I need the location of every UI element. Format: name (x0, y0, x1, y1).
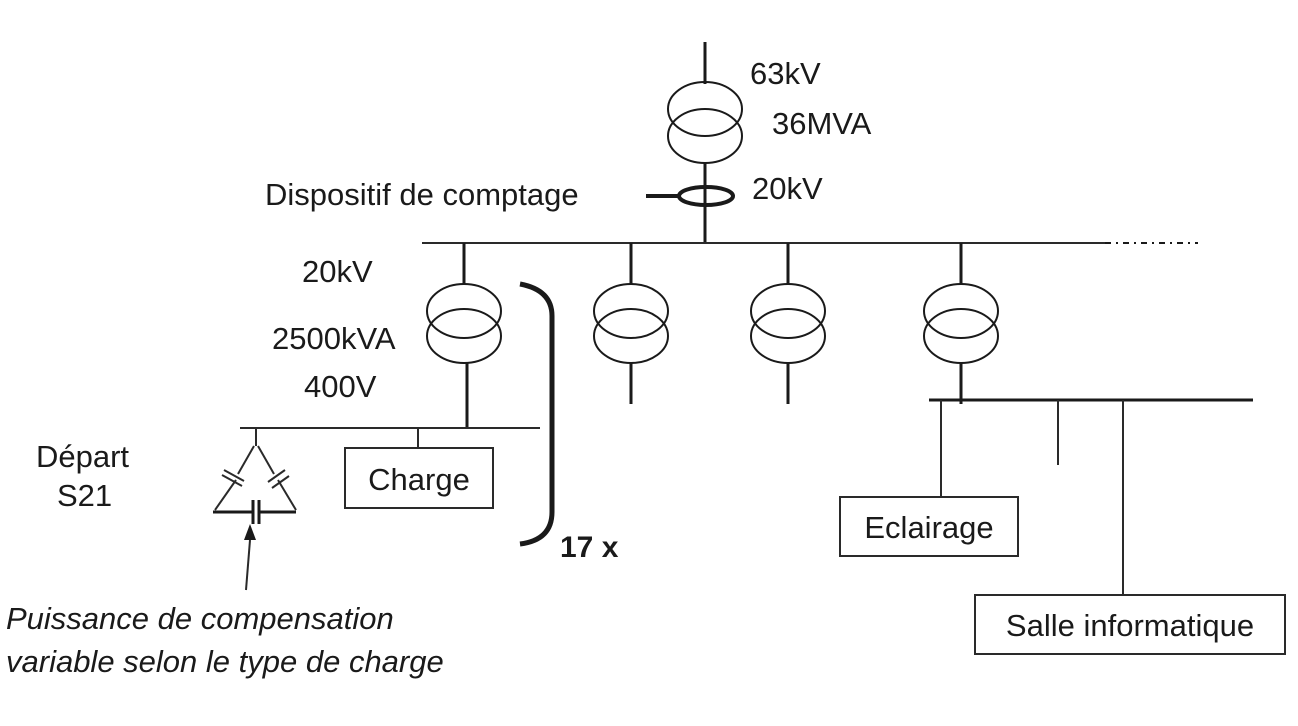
it-room-box (974, 594, 1286, 655)
compensation-note-line1: Puissance de compensation (6, 601, 394, 636)
charge-box (344, 447, 494, 509)
capacitor-left-a (237, 445, 255, 475)
lighting-label: Eclairage (864, 510, 993, 545)
transformer-primary-coil (667, 81, 743, 137)
feeder-transformer-1 (426, 243, 502, 428)
charge-label: Charge (368, 462, 470, 497)
capacitor-left-plate2 (221, 474, 243, 487)
main-power-rating: 36MVA (772, 106, 872, 141)
arrow-shaft (245, 539, 251, 591)
feeder-name-line2: S21 (57, 478, 112, 513)
group-bracket (519, 281, 555, 547)
it-room-label: Salle informatique (1006, 608, 1254, 643)
capacitor-right-b (277, 479, 297, 511)
main-transformer (667, 42, 743, 244)
capacitor-right-plate2 (271, 475, 290, 489)
metering-device (646, 185, 735, 207)
feeder-primary-voltage: 20kV (302, 254, 373, 289)
metering-label: Dispositif de comptage (265, 177, 579, 212)
capacitor-bank-icon (213, 428, 297, 524)
arrow-icon (244, 524, 256, 591)
capacitor-right-a (257, 445, 275, 475)
main-primary-voltage: 63kV (750, 56, 821, 91)
feeder-transformer-2 (593, 243, 669, 404)
feeder-1-primary-coil (426, 283, 502, 339)
feeder-name-line1: Départ (36, 439, 129, 474)
current-transformer-ring (677, 185, 735, 207)
feeder-2-primary-coil (593, 283, 669, 339)
feeder-power-rating: 2500kVA (272, 321, 396, 356)
feeder-3-secondary-coil (750, 308, 826, 364)
lighting-box (839, 496, 1019, 557)
arrow-head (244, 524, 256, 540)
feeder-2-secondary-coil (593, 308, 669, 364)
feeder-1-secondary-coil (426, 308, 502, 364)
capacitor-right-plate1 (267, 469, 286, 483)
feeder-3-primary-coil (750, 283, 826, 339)
main-secondary-voltage: 20kV (752, 171, 823, 206)
capacitor-left-plate1 (223, 469, 245, 482)
capacitor-left-b (214, 479, 237, 511)
multiplier-label: 17 x (560, 531, 619, 564)
compensation-note-line2: variable selon le type de charge (6, 644, 444, 679)
feeder-transformer-3 (750, 243, 826, 404)
feeder-4-primary-coil (923, 283, 999, 339)
feeder-transformer-4 (923, 243, 999, 404)
feeder-secondary-voltage: 400V (304, 369, 377, 404)
feeder-4-secondary-coil (923, 308, 999, 364)
